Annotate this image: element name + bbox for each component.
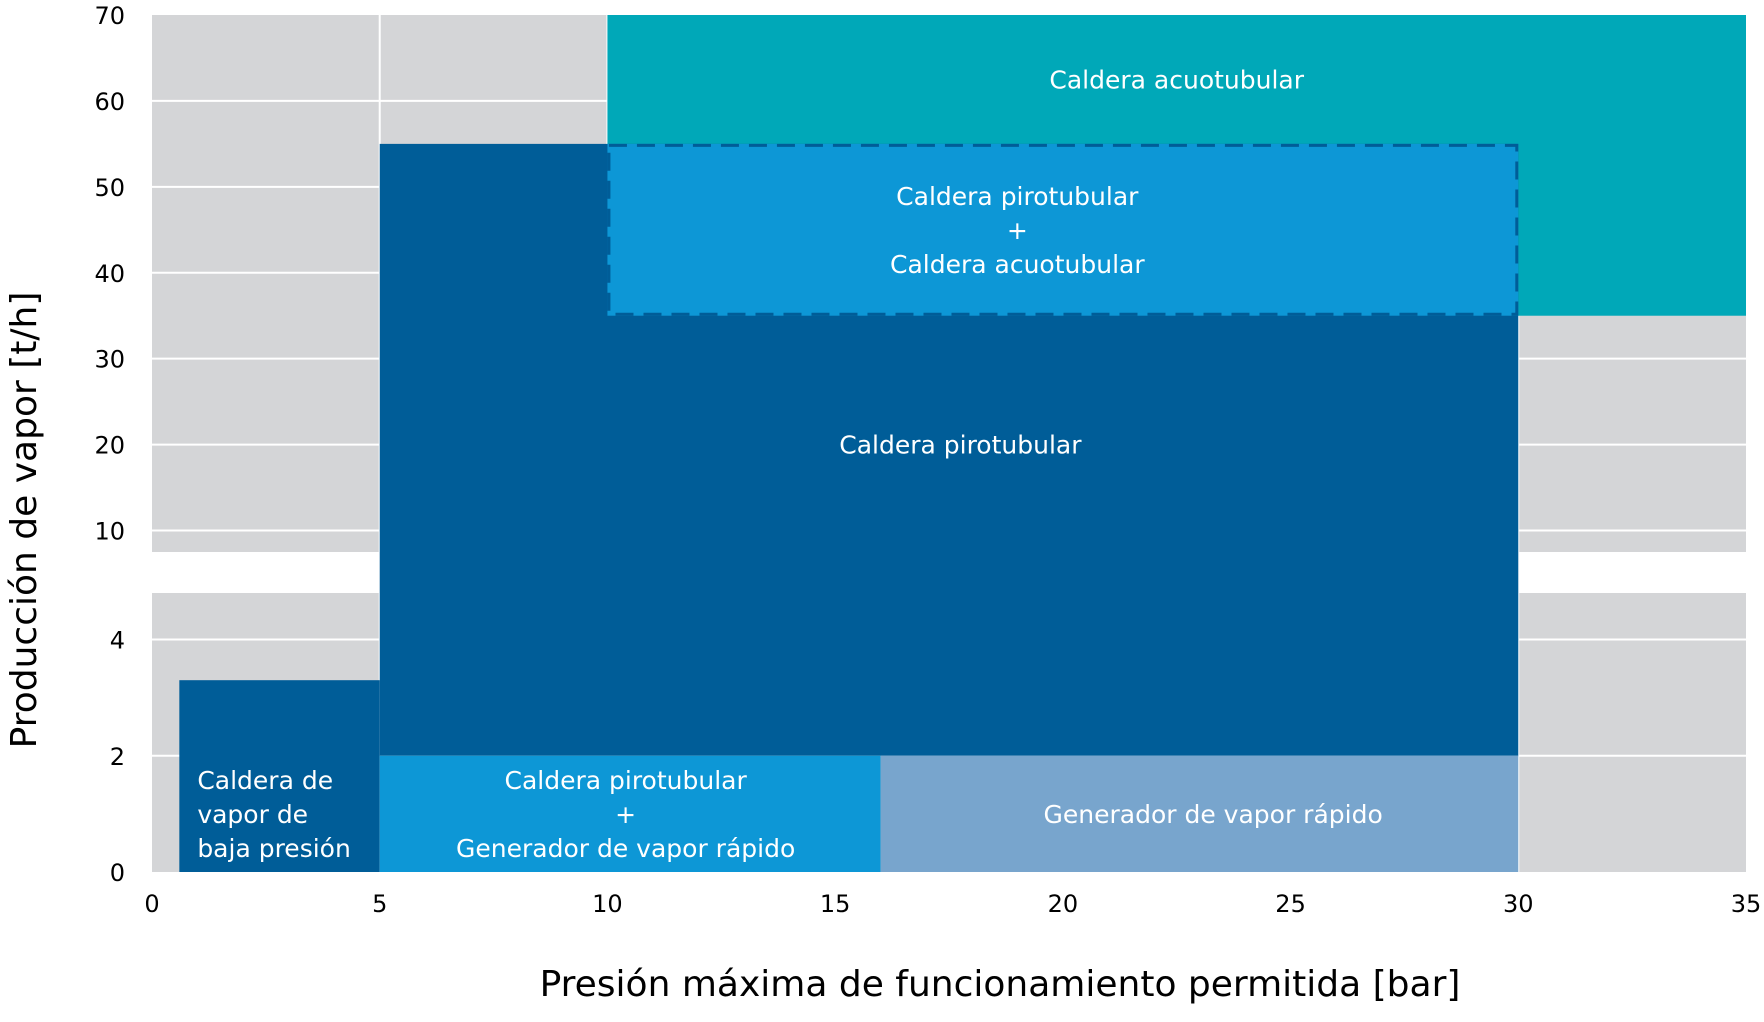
y-tick-label-upper-0: 10 xyxy=(94,518,125,546)
y-tick-label-upper-4: 50 xyxy=(94,174,125,202)
region-label-caldera-acuotubular-0: Caldera acuotubular xyxy=(1049,65,1304,94)
y-tick-label-upper-3: 40 xyxy=(94,260,125,288)
y-tick-label-upper-2: 30 xyxy=(94,346,125,374)
y-tick-label-upper-1: 20 xyxy=(94,432,125,460)
region-generador-de-vapor-rapido xyxy=(880,755,1519,872)
region-label-caldera-de-vapor-de-baja-presion-2: baja presión xyxy=(197,834,351,863)
x-tick-label-6: 30 xyxy=(1503,890,1534,918)
y-tick-label-lower-2: 4 xyxy=(110,627,125,655)
region-caldera-pirotubular-caldera-acuotubular xyxy=(607,143,1519,316)
x-tick-label-2: 10 xyxy=(592,890,623,918)
y-tick-label-upper-6: 70 xyxy=(94,2,125,30)
x-tick-label-4: 20 xyxy=(1048,890,1079,918)
region-label-caldera-pirotubular-caldera-acuotubular-1: + xyxy=(1007,216,1028,245)
region-label-caldera-pirotubular-generador-de-vapor-rapido-0: Caldera pirotubular xyxy=(505,766,748,795)
regions xyxy=(179,15,1746,872)
x-tick-label-3: 15 xyxy=(820,890,851,918)
x-tick-label-5: 25 xyxy=(1275,890,1306,918)
region-label-caldera-pirotubular-0: Caldera pirotubular xyxy=(839,431,1082,460)
x-tick-label-1: 5 xyxy=(372,890,387,918)
region-label-caldera-pirotubular-caldera-acuotubular-0: Caldera pirotubular xyxy=(896,182,1139,211)
region-label-generador-de-vapor-rapido-0: Generador de vapor rápido xyxy=(1044,800,1383,829)
region-label-caldera-de-vapor-de-baja-presion-0: Caldera de xyxy=(197,766,333,795)
region-label-caldera-pirotubular-generador-de-vapor-rapido-2: Generador de vapor rápido xyxy=(456,834,795,863)
region-label-caldera-pirotubular-caldera-acuotubular-2: Caldera acuotubular xyxy=(890,250,1145,279)
region-label-caldera-de-vapor-de-baja-presion-1: vapor de xyxy=(197,800,308,829)
y-axis-title: Producción de vapor [t/h] xyxy=(4,292,45,749)
x-tick-label-0: 0 xyxy=(144,890,159,918)
x-tick-label-7: 35 xyxy=(1731,890,1762,918)
x-axis-title: Presión máxima de funcionamiento permiti… xyxy=(540,964,1461,1005)
region-caldera-de-vapor-de-baja-presion xyxy=(179,680,380,872)
region-caldera-pirotubular-caldera-acuotubular-dashed-outline xyxy=(607,143,1519,316)
region-caldera-pirotubular-generador-de-vapor-rapido xyxy=(379,755,881,872)
region-label-caldera-pirotubular-generador-de-vapor-rapido-1: + xyxy=(615,800,636,829)
tick-labels: 0 5 10 15 20 25 30 35 10 20 30 40 50 60 70 0 2 4 xyxy=(94,2,1761,918)
y-tick-label-lower-0: 0 xyxy=(110,859,125,887)
y-tick-label-upper-5: 60 xyxy=(94,88,125,116)
y-tick-label-lower-1: 2 xyxy=(110,743,125,771)
